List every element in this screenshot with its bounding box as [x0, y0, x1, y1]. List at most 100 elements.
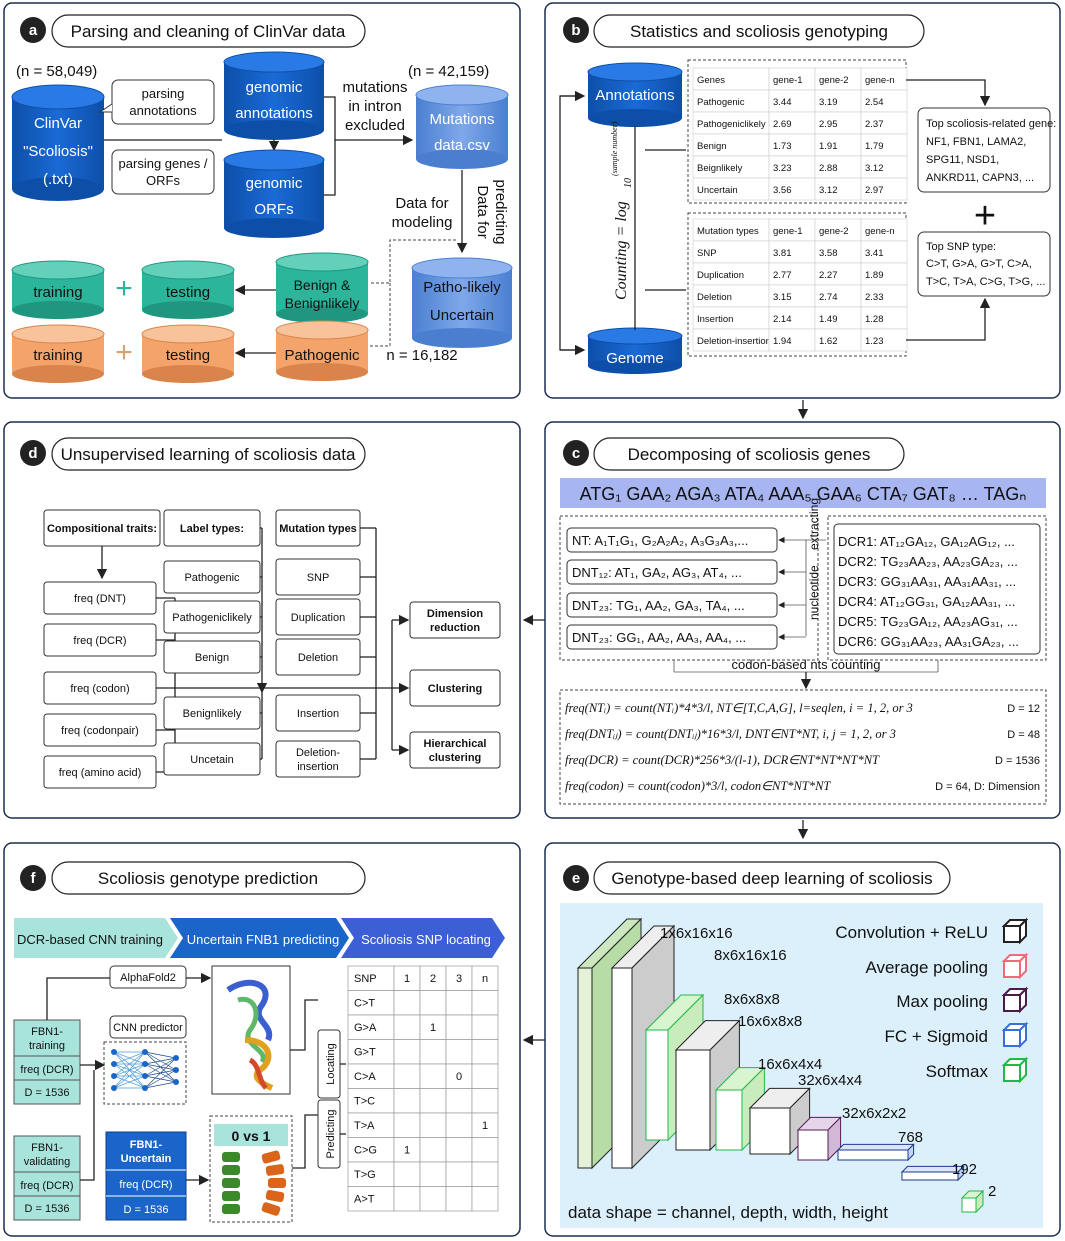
cnn-predictor-label: CNN predictor: [113, 1022, 183, 1034]
mutation-table-cell-text: Mutation types: [697, 226, 759, 237]
counting-superscript: (sample number): [610, 121, 619, 176]
legend-label-0: Convolution + ReLU: [835, 923, 988, 942]
pool2-block-face: [715, 1089, 743, 1151]
nn-node: [142, 1049, 148, 1055]
layer-shape-5: 32x6x4x4: [798, 1072, 862, 1089]
valid-l1: FBN1-: [31, 1142, 63, 1154]
snp-cell: [393, 1088, 421, 1114]
snp-cell: [471, 990, 499, 1016]
mutation-table-cell-text: 1.28: [865, 314, 884, 325]
train-l1: FBN1-: [31, 1026, 63, 1038]
panel-e-badge-label: e: [572, 870, 580, 887]
panel-e-title: Genotype-based deep learning of scoliosi…: [611, 869, 932, 888]
layer-shape-1: 8x6x16x16: [714, 947, 787, 964]
mutation-table-cell-text: Deletion-insertion: [697, 336, 771, 347]
genes-table-cell-text: 3.12: [865, 163, 884, 174]
plus-icon-b: +: [974, 195, 996, 237]
snp-cell: [419, 1137, 447, 1163]
mut-type-0-label: SNP: [307, 572, 330, 584]
snp-cell: [347, 1112, 395, 1138]
layer-shape-7: 768: [898, 1129, 923, 1146]
protein-ribbon: [226, 979, 274, 1091]
genes-table-cell-text: gene-n: [865, 75, 895, 86]
snp-cell-text: 1: [482, 1120, 488, 1132]
snp-cell-text: G>A: [354, 1022, 377, 1034]
n-predict: n = 16,182: [386, 347, 457, 364]
genes-table-cell-text: 2.54: [865, 97, 884, 108]
clinvar-query: "Scoliosis": [23, 143, 93, 160]
genes-table-cell-text: Benign: [697, 141, 727, 152]
snp-cell: [347, 1039, 395, 1065]
genes-table-cell: [860, 177, 908, 201]
snp-cell-text: 1: [430, 1022, 436, 1034]
top-snp-l1: Top SNP type:: [926, 241, 996, 253]
orange-training: training: [11, 324, 105, 383]
excluded-l1: mutations: [342, 79, 407, 96]
modeling-l2: modeling: [392, 214, 453, 231]
plus-icon-teal: +: [115, 272, 133, 305]
snp-cell: [393, 1112, 421, 1138]
snp-cell-text: G>T: [354, 1047, 376, 1059]
panel-b: b Statistics and scoliosis genotyping An…: [544, 2, 1061, 399]
modeling-l1: Data for: [395, 195, 448, 212]
mut-type-4-label: insertion: [297, 761, 339, 773]
step-predicting-label: Uncertain FNB1 predicting: [187, 932, 339, 947]
genes-table-cell-text: Uncertain: [697, 185, 738, 196]
legend-label-2: Max pooling: [896, 992, 988, 1011]
formula-dim-3: D = 64, D: Dimension: [935, 781, 1040, 793]
mutation-table-cell-text: 2.14: [773, 314, 792, 325]
mutation-table-cell-text: 2.74: [819, 292, 838, 303]
genes-table-cell-text: Genes: [697, 75, 725, 86]
nt-row-text-3: DNT₂₃: GG₁, AA₂, AA₃, AA₄, ...: [572, 630, 746, 645]
label-type-1-label: Pathogeniclikely: [172, 612, 252, 624]
genes-table-cell-text: 1.91: [819, 141, 838, 152]
genes-table-cell-text: 1.73: [773, 141, 792, 152]
panel-e: e Genotype-based deep learning of scolio…: [544, 842, 1061, 1237]
nt-row-text-1: DNT₁₂: AT₁, GA₂, AG₃, AT₄, ...: [572, 565, 742, 580]
mutation-table-cell-text: 1.94: [773, 336, 792, 347]
top-genes-l1: Top scoliosis-related gene:: [926, 118, 1056, 130]
snp-cell: [393, 1063, 421, 1089]
fc2-block-face: [901, 1171, 959, 1181]
panel-c-badge-label: c: [572, 445, 580, 462]
snp-cell: [419, 990, 447, 1016]
snp-cell-text: C>A: [354, 1071, 376, 1083]
snp-cell: [445, 1039, 473, 1065]
legend-label-4: Softmax: [926, 1062, 989, 1081]
fc1-block-face: [837, 1149, 909, 1161]
nn-node: [142, 1073, 148, 1079]
mut-type-2-label: Deletion: [298, 652, 338, 664]
step-predicting-arrow: [170, 918, 349, 958]
top-genes-l3: SPG11, NSD1,: [926, 154, 999, 166]
genes-table-cell-text: Pathogenic: [697, 97, 745, 108]
patho-likely-label: Patho-likely: [423, 279, 501, 296]
top-genes-l4: ANKRD11, CAPN3, ...: [926, 172, 1034, 184]
snp-cell-text: T>G: [354, 1169, 376, 1181]
genomic-annotations-l2: annotations: [235, 105, 313, 122]
snp-cell-text: C>G: [354, 1145, 377, 1157]
data-shape-caption: data shape = channel, depth, width, heig…: [568, 1203, 888, 1222]
unsupervised-flow: Compositional traits:freq (DNT)freq (DCR…: [43, 509, 501, 789]
snp-cell-text: n: [482, 973, 488, 985]
snp-cell: [471, 1063, 499, 1089]
mutation-table-cell-text: gene-1: [773, 226, 803, 237]
dcr-row-3: DCR4: AT₁₂GG₃₁, GA₁₂AA₃₁, ...: [838, 594, 1015, 609]
spine-green-icon: [222, 1152, 240, 1214]
mutation-table-cell-text: 2.77: [773, 270, 792, 281]
mutation-table-cell-text: 3.15: [773, 292, 792, 303]
mutation-table-cell-text: gene-2: [819, 226, 849, 237]
predicting-l1: Data for: [474, 185, 491, 238]
mut-type-1-label: Duplication: [291, 612, 345, 624]
dcr-row-2: DCR3: GG₃₁AA₃₁, AA₃₁AA₃₁, ...: [838, 574, 1016, 589]
panel-d: d Unsupervised learning of scoliosis dat…: [3, 421, 521, 819]
valid-l2: validating: [24, 1156, 70, 1168]
snp-cell-text: C>T: [354, 998, 375, 1010]
snp-cell: [445, 1186, 473, 1212]
panel-f: f Scoliosis genotype prediction DCR-base…: [3, 842, 521, 1237]
nn-node: [111, 1073, 117, 1079]
conv2-block-face: [675, 1049, 711, 1151]
snp-cell: [419, 1063, 447, 1089]
layer-shape-3: 16x6x8x8: [738, 1013, 802, 1030]
snp-cell: [393, 1186, 421, 1212]
unc-l3: freq (DCR): [119, 1179, 172, 1191]
